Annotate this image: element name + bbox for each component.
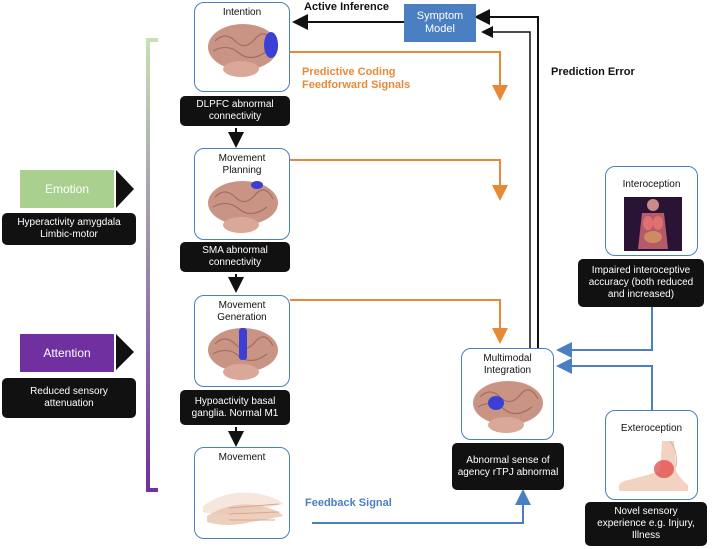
moving-hand-icon [203,492,283,525]
symptom-model-box: Symptom Model [404,4,476,42]
prediction-error-arrow-2 [481,26,531,350]
attention-arrowhead [116,334,134,370]
movement-title: Movement [218,452,266,463]
feedback-signal-label: Feedback Signal [305,497,392,509]
movement-node: Movement [194,447,290,539]
emotion-box: Emotion [20,170,114,208]
prediction-error-arrow [474,9,539,350]
active-inference-label: Active Inference [304,1,389,13]
interoception-caption: Impaired interoceptive accuracy (both re… [578,259,704,307]
intention-caption: DLPFC abnormal connectivity [180,96,290,126]
multimodal-caption: Abnormal sense of agency rTPJ abnormal [452,443,564,490]
prediction-error-label: Prediction Error [551,66,635,78]
attention-caption: Reduced sensory attenuation [2,378,136,418]
exteroception-title: Exteroception [620,423,683,434]
planning-caption: SMA abnormal connectivity [180,242,290,272]
generation-title: Movement Generation [217,300,267,323]
planning-node: Movement Planning [194,148,290,240]
planning-title: Movement Planning [218,153,266,176]
brain-icon [208,328,278,380]
predictive-arrow-planning [290,159,508,201]
feedback-arrow [312,489,531,524]
exteroception-node: Exteroception [605,410,698,500]
predictive-arrow-generation [290,299,508,344]
multimodal-node: Multimodal Integration [461,348,554,440]
brain-icon [208,24,278,77]
generation-node: Movement Generation [194,295,290,387]
predictive-arrow-intention [290,51,508,101]
modulation-bracket [146,38,158,492]
emotion-caption: Hyperactivity amygdala Limbic-motor [2,213,136,245]
attention-box: Attention [20,334,114,372]
interoception-node: Interoception [605,166,698,256]
intention-title: Intention [222,7,262,18]
injured-foot-icon [618,441,688,491]
body-organs-icon [624,197,682,251]
interoception-title: Interoception [622,179,681,190]
exteroception-caption: Novel sensory experience e.g. Injury, Il… [585,502,707,546]
interoception-arrow [556,306,653,358]
emotion-arrowhead [116,170,134,208]
predictive-coding-label: Predictive Coding Feedforward Signals [302,66,411,91]
generation-caption: Hypoactivity basal ganglia. Normal M1 [180,390,290,425]
brain-icon [473,381,543,433]
multimodal-title: Multimodal Integration [483,353,532,376]
brain-icon [208,181,278,233]
intention-node: Intention [194,2,290,92]
exteroception-arrow [556,358,653,410]
